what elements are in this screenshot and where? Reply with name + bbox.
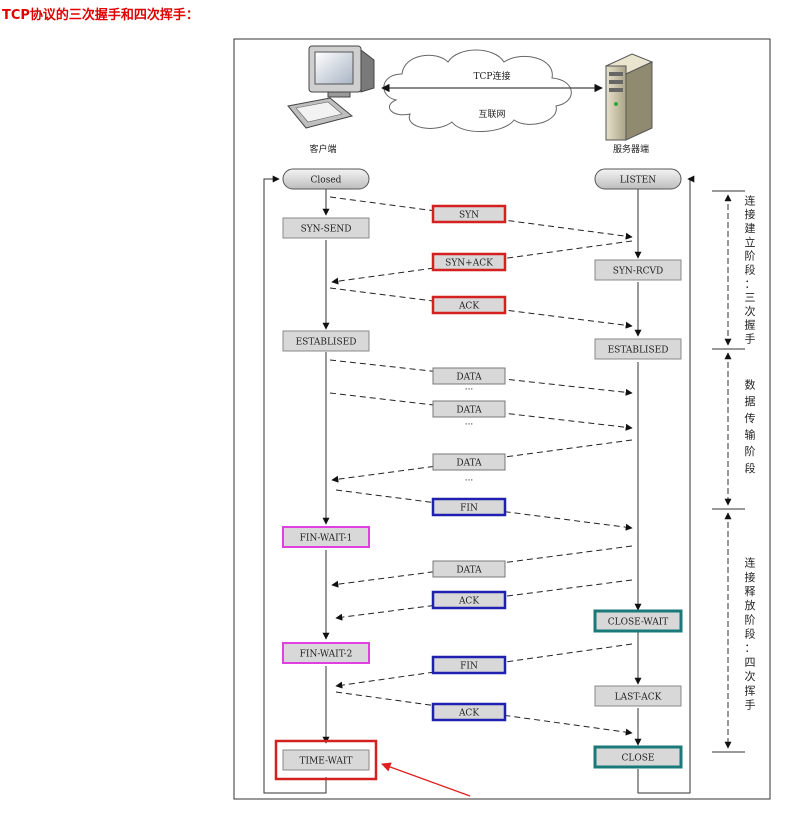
server-state-label: CLOSE-WAIT bbox=[608, 618, 669, 628]
client-state-fin-wait-2: FIN-WAIT-2 bbox=[282, 642, 370, 664]
client-state-syn-send: SYN-SEND bbox=[282, 217, 370, 239]
client-state-label: ESTABLISED bbox=[296, 338, 357, 348]
phase-brackets bbox=[712, 190, 745, 753]
client-state-establised: ESTABLISED bbox=[282, 330, 370, 352]
client-state-fin-wait-1: FIN-WAIT-1 bbox=[282, 526, 370, 548]
server-state-label: ESTABLISED bbox=[608, 346, 669, 356]
highlight-pointer-arrow bbox=[381, 762, 471, 797]
message-label: SYN+ACK bbox=[445, 259, 493, 269]
message-ack-8: ACK bbox=[335, 579, 633, 621]
server-loop-line bbox=[637, 175, 695, 794]
message-ack-10: ACK bbox=[335, 691, 633, 736]
server-state-label: SYN-RCVD bbox=[613, 267, 663, 277]
message-label: DATA bbox=[456, 566, 482, 576]
client-state-time-wait: TIME-WAIT bbox=[274, 739, 378, 781]
message-syn-0: SYN bbox=[329, 196, 633, 240]
server-state-label: CLOSE bbox=[622, 754, 655, 764]
computer-icon bbox=[287, 45, 375, 129]
message-label: ACK bbox=[458, 597, 479, 607]
message-label: ACK bbox=[458, 709, 479, 719]
diagram-frame bbox=[233, 38, 771, 800]
client-state-label: FIN-WAIT-1 bbox=[300, 534, 353, 544]
ellipsis-1: ··· bbox=[465, 420, 474, 430]
message-data-7: DATA bbox=[331, 545, 633, 588]
message-label: ACK bbox=[458, 302, 479, 312]
message-data-3: DATA bbox=[329, 359, 633, 396]
client-state-label: Closed bbox=[311, 176, 342, 186]
message-label: SYN bbox=[459, 211, 479, 221]
server-state-listen: LISTEN bbox=[594, 168, 682, 190]
message-label: DATA bbox=[456, 406, 482, 416]
server-state-last-ack: LAST-ACK bbox=[594, 685, 682, 707]
message-fin-9: FIN bbox=[335, 643, 633, 689]
server-state-establised: ESTABLISED bbox=[594, 338, 682, 360]
tcp-connection-label: TCP连接 bbox=[474, 70, 511, 82]
message-ack-2: ACK bbox=[329, 287, 633, 329]
server-state-syn-rcvd: SYN-RCVD bbox=[594, 259, 682, 281]
message-data-5: DATA bbox=[331, 439, 633, 483]
phase-label-2: 连接释放阶段：四次挥手 bbox=[745, 557, 756, 712]
internet-label: 互联网 bbox=[478, 109, 505, 120]
message-label: FIN bbox=[460, 504, 478, 514]
client-state-label: FIN-WAIT-2 bbox=[300, 650, 353, 660]
client-state-label: TIME-WAIT bbox=[300, 757, 353, 767]
client-loop-line bbox=[263, 175, 327, 794]
message-syn-ack-1: SYN+ACK bbox=[331, 240, 633, 285]
server-state-label: LAST-ACK bbox=[615, 693, 662, 703]
message-label: FIN bbox=[460, 662, 478, 672]
message-label: DATA bbox=[456, 373, 482, 383]
server-label: 服务器端 bbox=[613, 143, 649, 155]
page-title: TCP协议的三次握手和四次挥手： bbox=[2, 8, 199, 23]
server-icon bbox=[604, 53, 654, 141]
phase-label-0: 连接建立阶段：三次握手 bbox=[745, 194, 756, 345]
message-data-4: DATA bbox=[329, 392, 633, 431]
server-state-close: CLOSE bbox=[593, 745, 683, 769]
ellipsis-0: ··· bbox=[465, 385, 474, 395]
phase-label-1: 数据传输阶段 bbox=[745, 379, 756, 475]
server-state-close-wait: CLOSE-WAIT bbox=[593, 609, 683, 633]
ellipsis-2: ··· bbox=[465, 476, 474, 486]
server-state-label: LISTEN bbox=[620, 176, 656, 186]
client-state-label: SYN-SEND bbox=[301, 225, 352, 235]
client-state-closed: Closed bbox=[282, 168, 370, 190]
client-label: 客户端 bbox=[309, 143, 336, 155]
message-label: DATA bbox=[456, 459, 482, 469]
message-fin-6: FIN bbox=[335, 489, 633, 531]
